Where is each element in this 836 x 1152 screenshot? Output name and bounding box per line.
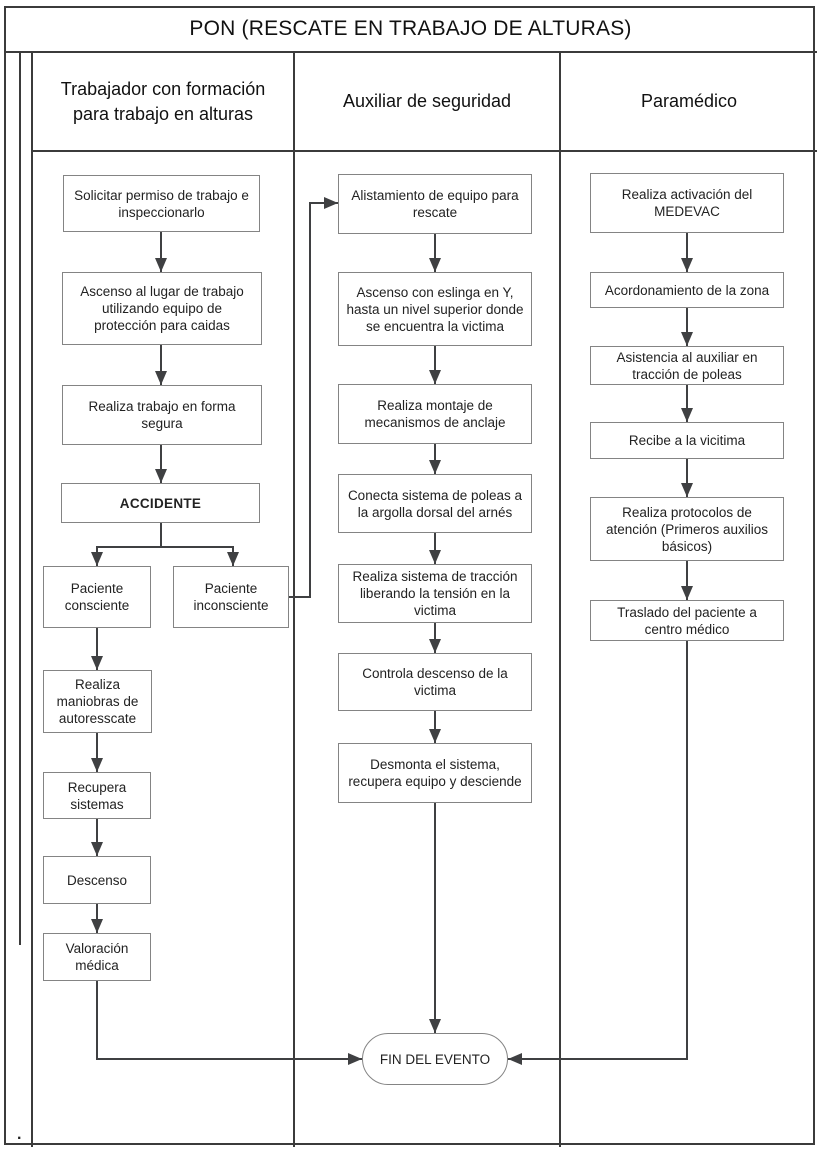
step-sistema-traccion: Realiza sistema de tracción liberando la… [338,564,532,623]
step-accidente: ACCIDENTE [61,483,260,523]
step-acordonamiento-zona: Acordonamiento de la zona [590,272,784,308]
step-traslado-paciente: Traslado del paciente a centro médico [590,600,784,641]
step-descenso: Descenso [43,856,151,904]
period-mark: . [17,1126,22,1143]
outer-border [4,6,815,1145]
step-paciente-consciente: Paciente consciente [43,566,151,628]
left-lane-border [31,53,33,1147]
step-controla-descenso: Controla descenso de la victima [338,653,532,711]
step-solicitar-permiso: Solicitar permiso de trabajo e inspeccio… [63,175,260,232]
step-valoracion-medica: Valoración médica [43,933,151,981]
step-paciente-inconsciente: Paciente inconsciente [173,566,289,628]
step-ascenso-eslinga: Ascenso con eslinga en Y, hasta un nivel… [338,272,532,346]
step-desmonta-sistema: Desmonta el sistema, recupera equipo y d… [338,743,532,803]
header-separator [31,150,817,152]
step-montaje-anclaje: Realiza montaje de mecanismos de anclaje [338,384,532,444]
step-protocolos-atencion: Realiza protocolos de atención (Primeros… [590,497,784,561]
end-node: FIN DEL EVENTO [362,1033,508,1085]
step-activacion-medevac: Realiza activación del MEDEVAC [590,173,784,233]
step-recupera-sistemas: Recupera sistemas [43,772,151,819]
step-maniobras-autorescate: Realiza maniobras de autoresscate [43,670,152,733]
step-alistamiento-equipo: Alistamiento de equipo para rescate [338,174,532,234]
lane-header-trabajador: Trabajador con formación para trabajo en… [60,79,266,124]
step-ascenso-lugar-trabajo: Ascenso al lugar de trabajo utilizando e… [62,272,262,345]
step-conecta-poleas: Conecta sistema de poleas a la argolla d… [338,474,532,533]
title-separator [4,51,817,53]
lane-divider-1 [293,53,295,1147]
lane-header-auxiliar: Auxiliar de seguridad [342,91,512,112]
step-recibe-victima: Recibe a la vicitima [590,422,784,459]
step-realiza-trabajo-seguro: Realiza trabajo en forma segura [62,385,262,445]
lane-divider-2 [559,53,561,1147]
page-title: PON (RESCATE EN TRABAJO DE ALTURAS) [189,16,632,40]
lane-header-paramedico: Paramédico [640,91,738,112]
left-strip-line [19,53,21,945]
step-asistencia-auxiliar: Asistencia al auxiliar en tracción de po… [590,346,784,385]
